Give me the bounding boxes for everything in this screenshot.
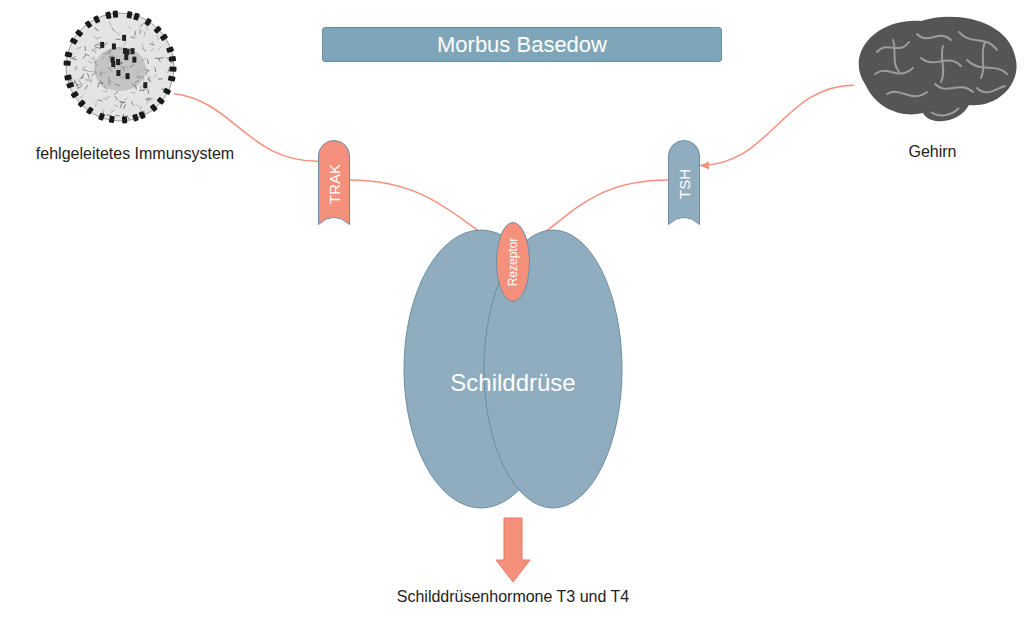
source-node: Gehirn bbox=[845, 8, 1020, 168]
node-label: Schilddrüse bbox=[450, 369, 575, 397]
hormone-tab: TSH bbox=[668, 140, 700, 225]
node-label: fehlgeleitetes Immunsystem bbox=[10, 145, 260, 163]
output-label: Schilddrüsenhormone T3 und T4 bbox=[305, 586, 721, 610]
immune-cell-illustration bbox=[60, 7, 180, 127]
node-label: TSH bbox=[676, 169, 693, 199]
node-label: Rezeptor bbox=[506, 238, 520, 287]
thyroid-gland: Schilddrüse Rezeptor bbox=[403, 228, 623, 510]
node-label: TRAK bbox=[326, 164, 343, 204]
node-label: Schilddrüsenhormone T3 und T4 bbox=[305, 588, 721, 606]
brain-illustration bbox=[847, 12, 1019, 130]
source-node: fehlgeleitetes Immunsystem bbox=[10, 5, 260, 177]
title-band: Morbus Basedow bbox=[322, 27, 722, 62]
node-label: Gehirn bbox=[845, 143, 1020, 161]
block-arrow bbox=[496, 518, 530, 582]
receptor-oval: Rezeptor bbox=[496, 222, 530, 302]
curved-connector bbox=[700, 85, 854, 165]
hormone-tab: TRAK bbox=[318, 140, 350, 225]
